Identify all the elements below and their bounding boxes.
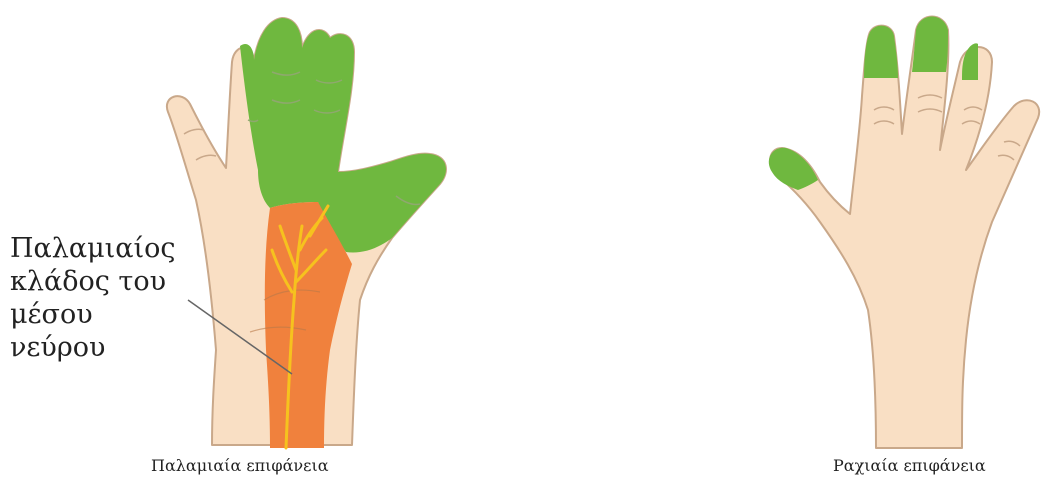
dorsal-ring-tip-half — [962, 43, 978, 80]
callout-line-1: Παλαμιαίος — [10, 232, 210, 265]
palmar-surface-caption: Παλαμιαία επιφάνεια — [151, 456, 329, 475]
callout-line-2: κλάδος του — [10, 265, 210, 298]
dorsal-surface-caption: Ραχιαία επιφάνεια — [833, 456, 986, 475]
callout-line-4: νεύρου — [10, 331, 210, 364]
callout-line-3: μέσου — [10, 298, 210, 331]
dorsal-hand-skin — [770, 17, 1039, 449]
dorsal-hand — [769, 17, 1039, 449]
dorsal-thumb-tip — [769, 148, 818, 190]
palmar-branch-callout: Παλαμιαίος κλάδος του μέσου νεύρου — [10, 232, 210, 364]
